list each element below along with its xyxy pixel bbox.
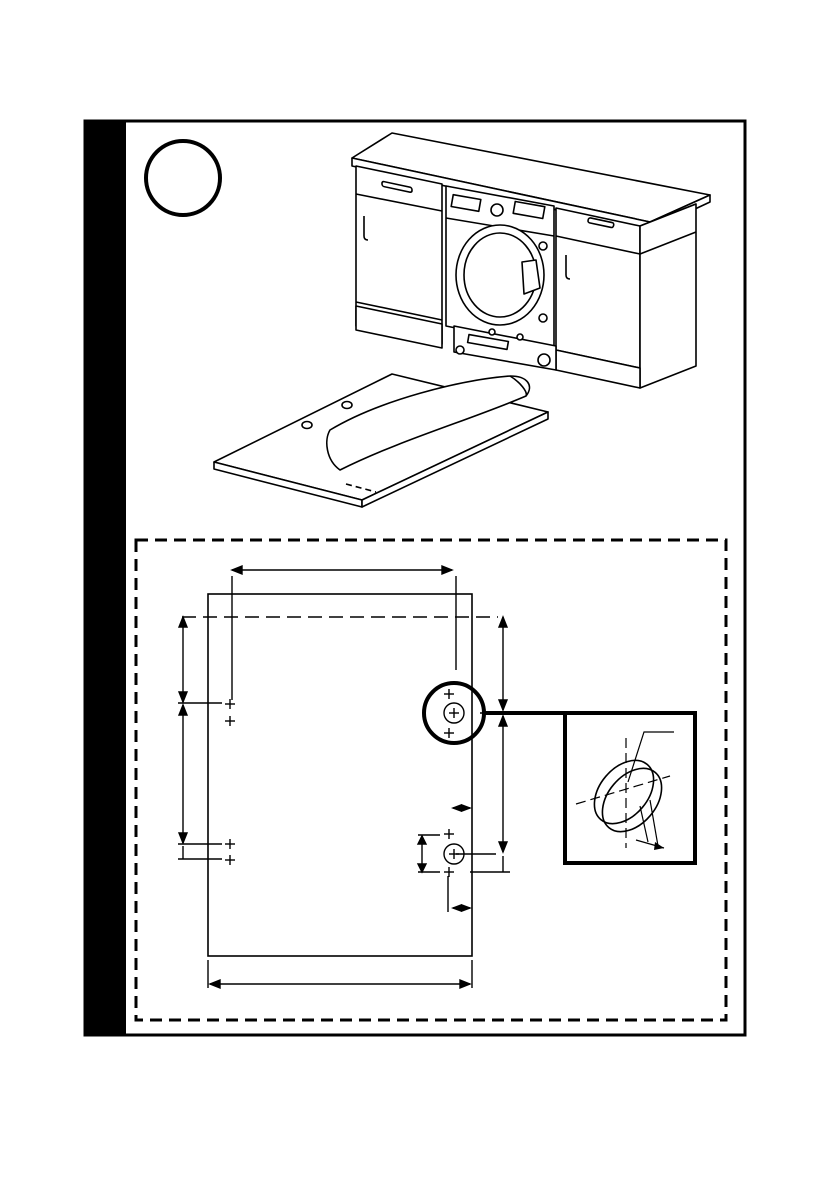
template-sheet-illustration (214, 374, 548, 507)
screw-position-marks (225, 689, 454, 877)
hole-detail-callout (565, 713, 695, 863)
step-badge (146, 141, 220, 215)
kitchen-cabinet-illustration (352, 133, 710, 388)
dimension-lines (178, 566, 510, 988)
upper-hole-marker (424, 683, 566, 743)
template-outline (182, 594, 498, 956)
